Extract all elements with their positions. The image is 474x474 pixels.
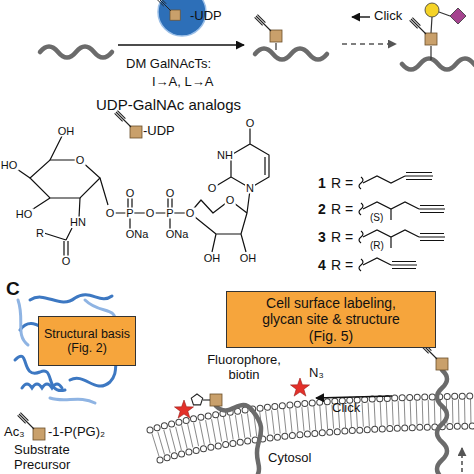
atom-label: O bbox=[75, 155, 86, 166]
protein-ribbon bbox=[18, 300, 28, 345]
atom-label: HO bbox=[0, 160, 18, 171]
peptide-chain bbox=[216, 405, 261, 474]
atom-label: HO bbox=[15, 209, 34, 220]
glycosidic-bond bbox=[275, 43, 276, 50]
side-chain bbox=[359, 173, 445, 272]
reaction-arrow bbox=[118, 44, 244, 46]
atom-label: P bbox=[125, 208, 134, 219]
atom-label: R bbox=[35, 228, 45, 239]
side-chain bbox=[359, 258, 417, 271]
atom-label: O bbox=[207, 183, 218, 194]
sugar-alkyne-icon bbox=[410, 18, 437, 45]
text-label: Cytosol bbox=[268, 451, 311, 466]
atom-label: P bbox=[165, 208, 174, 219]
ribose-ring bbox=[190, 190, 250, 252]
protein-ribbon bbox=[30, 295, 112, 302]
peptide-chain bbox=[255, 49, 327, 60]
process-box: Cell surface labeling, glycan site & str… bbox=[226, 291, 436, 348]
box-text: Structural basis (Fig. 2) bbox=[41, 327, 133, 356]
text-label: UDP-GalNAc analogs bbox=[96, 96, 241, 113]
text-label: -1-P(PG)₂ bbox=[48, 425, 105, 440]
text-label: R = bbox=[331, 257, 353, 273]
lipid-heads bbox=[160, 426, 474, 460]
compound-number: 4 bbox=[318, 257, 326, 273]
phosphate-bond bbox=[110, 197, 190, 229]
atom-label: ONa bbox=[125, 229, 150, 240]
atom-label: O bbox=[185, 208, 196, 219]
click-arrow bbox=[352, 16, 370, 17]
triazole-ring bbox=[191, 394, 202, 405]
uracil-ring bbox=[216, 127, 269, 188]
atom-label: NH bbox=[216, 150, 234, 161]
atom-label: O bbox=[145, 208, 156, 219]
text-label: Ac₃ bbox=[4, 425, 24, 440]
box-text: Cell surface labeling, glycan site & str… bbox=[247, 295, 415, 343]
atom-label: O bbox=[165, 188, 176, 199]
atom-label: HN bbox=[69, 217, 87, 228]
text-label: Click bbox=[332, 401, 360, 416]
atom-label: OH bbox=[57, 126, 76, 137]
fluorophore-star bbox=[291, 378, 310, 396]
protein-ribbon bbox=[50, 398, 95, 403]
click-arrow bbox=[316, 396, 392, 398]
sugar-ring bbox=[30, 160, 100, 198]
text-label: Substrate bbox=[14, 443, 70, 458]
peptide-chain bbox=[437, 370, 447, 474]
galactose-circle bbox=[425, 3, 439, 17]
atom-label: O bbox=[105, 208, 116, 219]
atom-label: ONa bbox=[165, 229, 190, 240]
peptide-chain bbox=[40, 47, 112, 58]
stereo-label: (R) bbox=[370, 240, 384, 252]
atom-label: O bbox=[225, 195, 236, 206]
stereo-label: (S) bbox=[370, 212, 383, 224]
linker-bond bbox=[203, 399, 210, 400]
text-label: R = bbox=[331, 175, 353, 191]
text-label: -UDP bbox=[190, 9, 222, 24]
text-label: DM GalNAcTs: bbox=[126, 57, 211, 72]
atom-label: O bbox=[61, 256, 72, 267]
peptide-chain bbox=[402, 59, 474, 70]
text-label: Click bbox=[374, 9, 402, 24]
process-box: Structural basis (Fig. 2) bbox=[38, 316, 136, 366]
galnac-square bbox=[210, 394, 222, 406]
atom-label: O bbox=[125, 188, 136, 199]
text-label: N₃ bbox=[309, 366, 324, 381]
text-label: R = bbox=[331, 229, 353, 245]
sugar-alkyne-icon bbox=[157, 0, 180, 20]
text-label: Fluorophore, biotin bbox=[196, 353, 292, 383]
panel-letter: C bbox=[6, 278, 20, 300]
dashed-arrow bbox=[461, 448, 463, 472]
atom-label: OH bbox=[203, 253, 222, 264]
atom-label: N bbox=[245, 183, 255, 194]
text-label: R = bbox=[331, 201, 353, 217]
atom-label: O bbox=[245, 118, 256, 129]
chemical-bond bbox=[14, 136, 108, 256]
lipid-heads bbox=[160, 426, 474, 460]
text-label: Precursor bbox=[14, 458, 70, 473]
text-label: -UDP bbox=[143, 124, 175, 139]
text-label: I→A, L→A bbox=[152, 75, 213, 90]
sugar-alkyne-icon bbox=[115, 111, 142, 138]
side-chain bbox=[359, 173, 433, 190]
sugar-alkyne-icon bbox=[255, 15, 282, 42]
fluorophore-star bbox=[175, 400, 194, 418]
compound-number: 2 bbox=[318, 201, 326, 217]
sialic-acid-diamond bbox=[450, 8, 466, 24]
atom-label: OH bbox=[239, 253, 258, 264]
protein-helix bbox=[22, 384, 62, 388]
compound-number: 1 bbox=[318, 175, 326, 191]
compound-number: 3 bbox=[318, 229, 326, 245]
dashed-arrow bbox=[342, 43, 396, 45]
